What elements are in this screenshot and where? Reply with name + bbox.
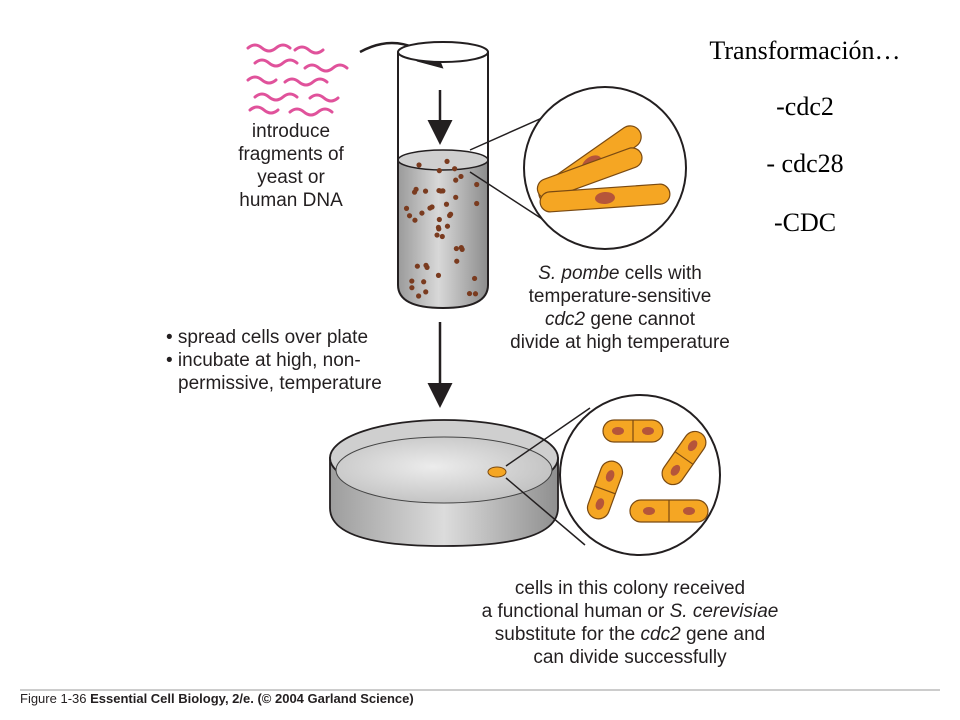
petri-plate-icon [329, 419, 559, 547]
cell-dot [436, 168, 442, 174]
side-title: Transformación… [709, 36, 901, 65]
cell-dot [444, 158, 450, 164]
figure-credit: Figure 1-36 Essential Cell Biology, 2/e.… [20, 690, 414, 708]
cell-dot [409, 278, 415, 284]
cell-dot [439, 233, 445, 240]
cell-dot [443, 201, 450, 207]
cell-dot [423, 262, 429, 268]
cell-dot [423, 289, 429, 295]
cell-dot [422, 188, 429, 194]
colony-caption: cells in this colony received a function… [481, 578, 779, 668]
cell-dot [406, 213, 413, 219]
dna-fragments-icon [246, 43, 349, 117]
cell-dot [453, 194, 459, 200]
cell-dot [409, 285, 415, 291]
cell-dot [452, 166, 458, 172]
cell-dot [434, 232, 440, 238]
cell-dot [466, 290, 473, 297]
side-item-cdc28: - cdc28 [766, 149, 844, 178]
test-tube-icon [397, 41, 489, 310]
cell-dot [474, 200, 480, 207]
cell-dot [472, 291, 479, 297]
cell-dot [414, 263, 420, 269]
cell-dot [474, 181, 480, 188]
cell-dot [435, 272, 442, 278]
cell-dot [448, 211, 454, 217]
dividing-cells-magnified-icon [559, 394, 721, 556]
cell-dot [453, 245, 459, 252]
cell-dot [444, 223, 451, 229]
figure-source: Essential Cell Biology, 2/e. (© 2004 Gar… [86, 691, 414, 706]
side-item-cdc2: -cdc2 [776, 92, 834, 121]
figure-number: Figure 1-36 [20, 691, 87, 706]
cell-dot [421, 279, 427, 285]
cell-dot [435, 224, 442, 231]
pombe-cells-magnified-icon [523, 86, 687, 250]
pombe-caption: S. pombe cells with temperature-sensitiv… [510, 263, 730, 353]
cell-dot [416, 162, 422, 168]
cell-dot [419, 210, 425, 216]
introduce-label: introduce fragments of yeast or human DN… [238, 121, 344, 211]
procedure-steps: • spread cells over plate • incubate at … [166, 327, 382, 394]
cell-dot [453, 177, 459, 183]
cell-dot [403, 205, 410, 211]
cell-dot [413, 186, 419, 192]
cell-dots [403, 158, 480, 299]
cell-dot [454, 258, 460, 264]
cell-dot [471, 275, 478, 282]
cell-dot [458, 245, 464, 251]
cell-dot [427, 205, 433, 211]
cell-dot [458, 173, 464, 180]
cell-dot [416, 293, 422, 299]
cell-dot [436, 216, 442, 223]
cell-dot [438, 188, 444, 194]
side-item-cdc: -CDC [773, 208, 837, 237]
cell-dot [412, 217, 418, 223]
